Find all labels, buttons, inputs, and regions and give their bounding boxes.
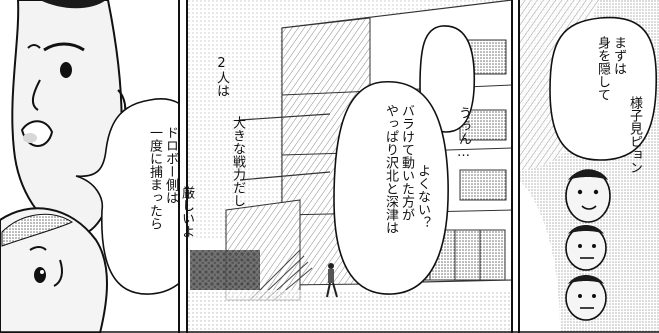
- peeking-character-3: [565, 275, 607, 321]
- dialogue-left-top: 大きな戦力だし 2人は: [197, 56, 261, 207]
- character-face-bottom: [0, 207, 108, 333]
- dialogue-line: まずは: [611, 36, 626, 75]
- dialogue-mid-top: うぅん…: [439, 46, 487, 160]
- dialogue-left-bottom: 厳しいよドロボー側は一度に捕まったら: [130, 126, 210, 238]
- dialogue-line: うぅん…: [456, 106, 471, 160]
- bubble-right-shape: [549, 16, 658, 161]
- dialogue-line: ドロボー側は: [163, 126, 178, 204]
- dialogue-line: 身を隠して: [595, 36, 610, 101]
- dialogue-line: バラけて動いた方が: [399, 104, 414, 221]
- bubble-mid-main-shape: [333, 81, 449, 295]
- walking-figure: [326, 263, 338, 298]
- dialogue-line: 厳しいよ: [179, 186, 194, 238]
- ground: [187, 290, 512, 333]
- dialogue-line: よくない？: [415, 164, 430, 229]
- dialogue-line: やっぱり沢北と深津は: [383, 104, 398, 234]
- peeking-character-2: [565, 225, 607, 271]
- dialogue-right: 様子見ピョン まずは身を隠して: [578, 36, 658, 174]
- dialogue-line: 2人は: [214, 56, 229, 97]
- dialogue-mid-main: よくない？バラけて動いた方がやっぱり沢北と深津は: [366, 104, 446, 234]
- dialogue-line: 一度に捕まったら: [147, 126, 162, 230]
- peeking-character-1: [565, 169, 611, 223]
- trees: [190, 250, 260, 290]
- bubble-mid-top-shape: [419, 25, 476, 133]
- dialogue-line: 大きな戦力だし: [230, 116, 245, 207]
- dialogue-line: 様子見ピョン: [627, 96, 642, 174]
